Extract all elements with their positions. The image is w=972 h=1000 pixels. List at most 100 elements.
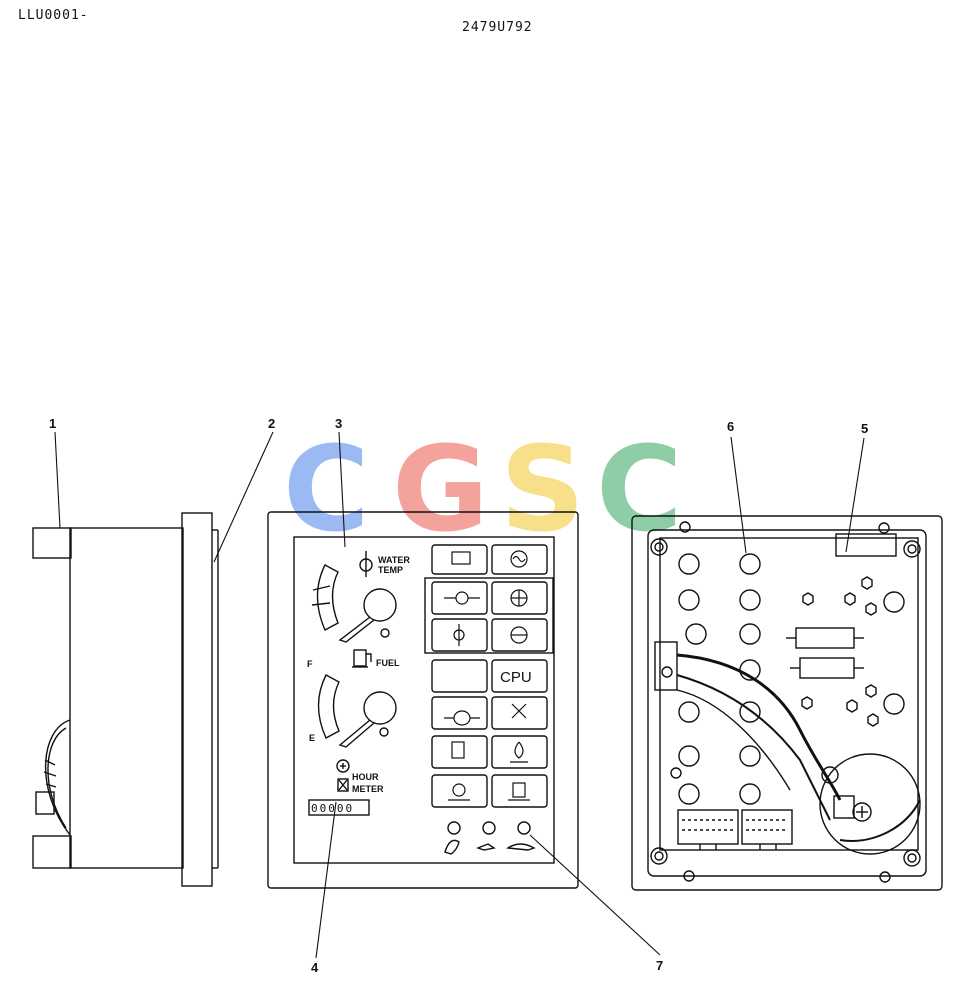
connector-right [741, 809, 793, 845]
turtle-icon [475, 843, 496, 851]
swing-lock-icon [511, 703, 527, 719]
gauge-labels: WATER TEMP FUEL F E HOUR METER 00000 CPU [307, 555, 532, 815]
buzzer-housing [819, 753, 921, 855]
lamp-blank [431, 659, 488, 693]
hour-meter-counter [308, 799, 370, 816]
leader-7 [529, 834, 661, 956]
lamp-sockets [678, 553, 905, 805]
hour-meter [308, 759, 370, 816]
rabbit-icon [505, 843, 536, 851]
hour-meter-digits: 00000 [311, 802, 354, 815]
fuel-needle-hub [363, 691, 397, 725]
rear-frame [631, 515, 943, 891]
leader-lines [54, 431, 865, 959]
lamp-fuel-level [431, 735, 488, 769]
fuel-lamp-icon [451, 741, 465, 759]
water-temp-gauge [311, 551, 397, 643]
lamp-engine-oil-level [491, 735, 548, 769]
leader-3 [338, 431, 346, 548]
callout-7: 7 [656, 958, 663, 973]
water-temp-scale [316, 564, 339, 631]
watermark-letter-s: S [500, 420, 585, 558]
led-indicators [444, 821, 536, 855]
led-travel-high [517, 821, 531, 835]
lamp-coolant-level [491, 618, 548, 652]
fuel-needle [338, 719, 375, 748]
mounting-tab-bottom [32, 835, 72, 869]
fuel-full-mark: F [307, 659, 313, 669]
callout-5: 5 [861, 421, 868, 436]
lamp-water-temp [431, 618, 488, 652]
document-code: LLU0001- [18, 8, 89, 23]
lamp-hydraulic-oil [431, 696, 488, 730]
lamp-battery [431, 544, 488, 575]
fuel-gauge [317, 649, 397, 748]
watermark-letter-c2: C [596, 420, 683, 558]
mounting-screws [650, 521, 921, 883]
hourglass-icon [337, 778, 349, 792]
hour-meter-label-2: METER [352, 784, 384, 794]
leader-1 [54, 431, 61, 529]
mounting-tab-top [32, 527, 72, 559]
callout-numbers: 1 2 3 4 5 6 7 [49, 416, 868, 975]
lamp-filter [431, 774, 488, 808]
led-work-mode [447, 821, 461, 835]
lamp-engine-oil-pressure [431, 581, 488, 615]
panel-frame [267, 511, 579, 889]
lamp-symbols [444, 550, 530, 801]
lamp-air-cleaner [491, 581, 548, 615]
callout-1: 1 [49, 416, 56, 431]
lamp-preheat [491, 544, 548, 575]
water-temp-label-1: WATER [378, 555, 410, 565]
resistor-2 [799, 657, 855, 679]
fuel-label: FUEL [376, 658, 400, 668]
leader-2 [213, 431, 274, 563]
buzzer [819, 753, 921, 855]
housing-body [69, 527, 184, 869]
fuel-water-icon [512, 782, 526, 798]
bucket-mode-icon [444, 839, 460, 855]
lamp-fuel-water [491, 774, 548, 808]
rear-view [631, 515, 943, 891]
rear-inner [647, 529, 927, 877]
connector-left [677, 809, 739, 845]
oil-level-icon [514, 741, 524, 759]
components [786, 576, 879, 727]
hour-meter-label-1: HOUR [352, 772, 379, 782]
lamp-swing-lock [491, 696, 548, 730]
resistor-1 [795, 627, 855, 649]
water-temp-label-2: TEMP [378, 565, 403, 575]
cpu-label: CPU [500, 669, 532, 686]
water-temp-needle-hub [363, 588, 397, 622]
front-panel [267, 511, 579, 889]
leader-5 [845, 437, 865, 553]
led-travel-low [482, 821, 496, 835]
indicator-lamp-grid [424, 544, 554, 808]
callout-3: 3 [335, 416, 342, 431]
battery-icon [451, 551, 471, 565]
part-number: 2479U792 [462, 20, 533, 35]
pcb-connectors [677, 809, 793, 850]
water-temp-needle [338, 616, 375, 643]
front-bezel-side [181, 512, 213, 887]
watermark-letter-g: G [392, 420, 489, 558]
label-plate [835, 533, 897, 557]
fuel-scale [317, 674, 340, 739]
watermark-letter-c1: C [283, 420, 370, 558]
watermark: C G S C [283, 420, 683, 558]
side-view [32, 512, 219, 887]
leader-4 [315, 801, 337, 959]
leader-6 [730, 436, 747, 554]
filter-icon [452, 783, 466, 797]
wire-harness [654, 641, 842, 821]
preheat-icon [510, 550, 528, 568]
fuel-empty-mark: E [309, 733, 315, 743]
hour-meter-adjust-icon [336, 759, 350, 773]
side-wiring [35, 719, 71, 836]
callout-6: 6 [727, 419, 734, 434]
circuit-board [659, 537, 919, 851]
harness-connector [654, 641, 678, 691]
fuel-pump-icon [353, 649, 367, 667]
callout-4: 4 [311, 960, 319, 975]
